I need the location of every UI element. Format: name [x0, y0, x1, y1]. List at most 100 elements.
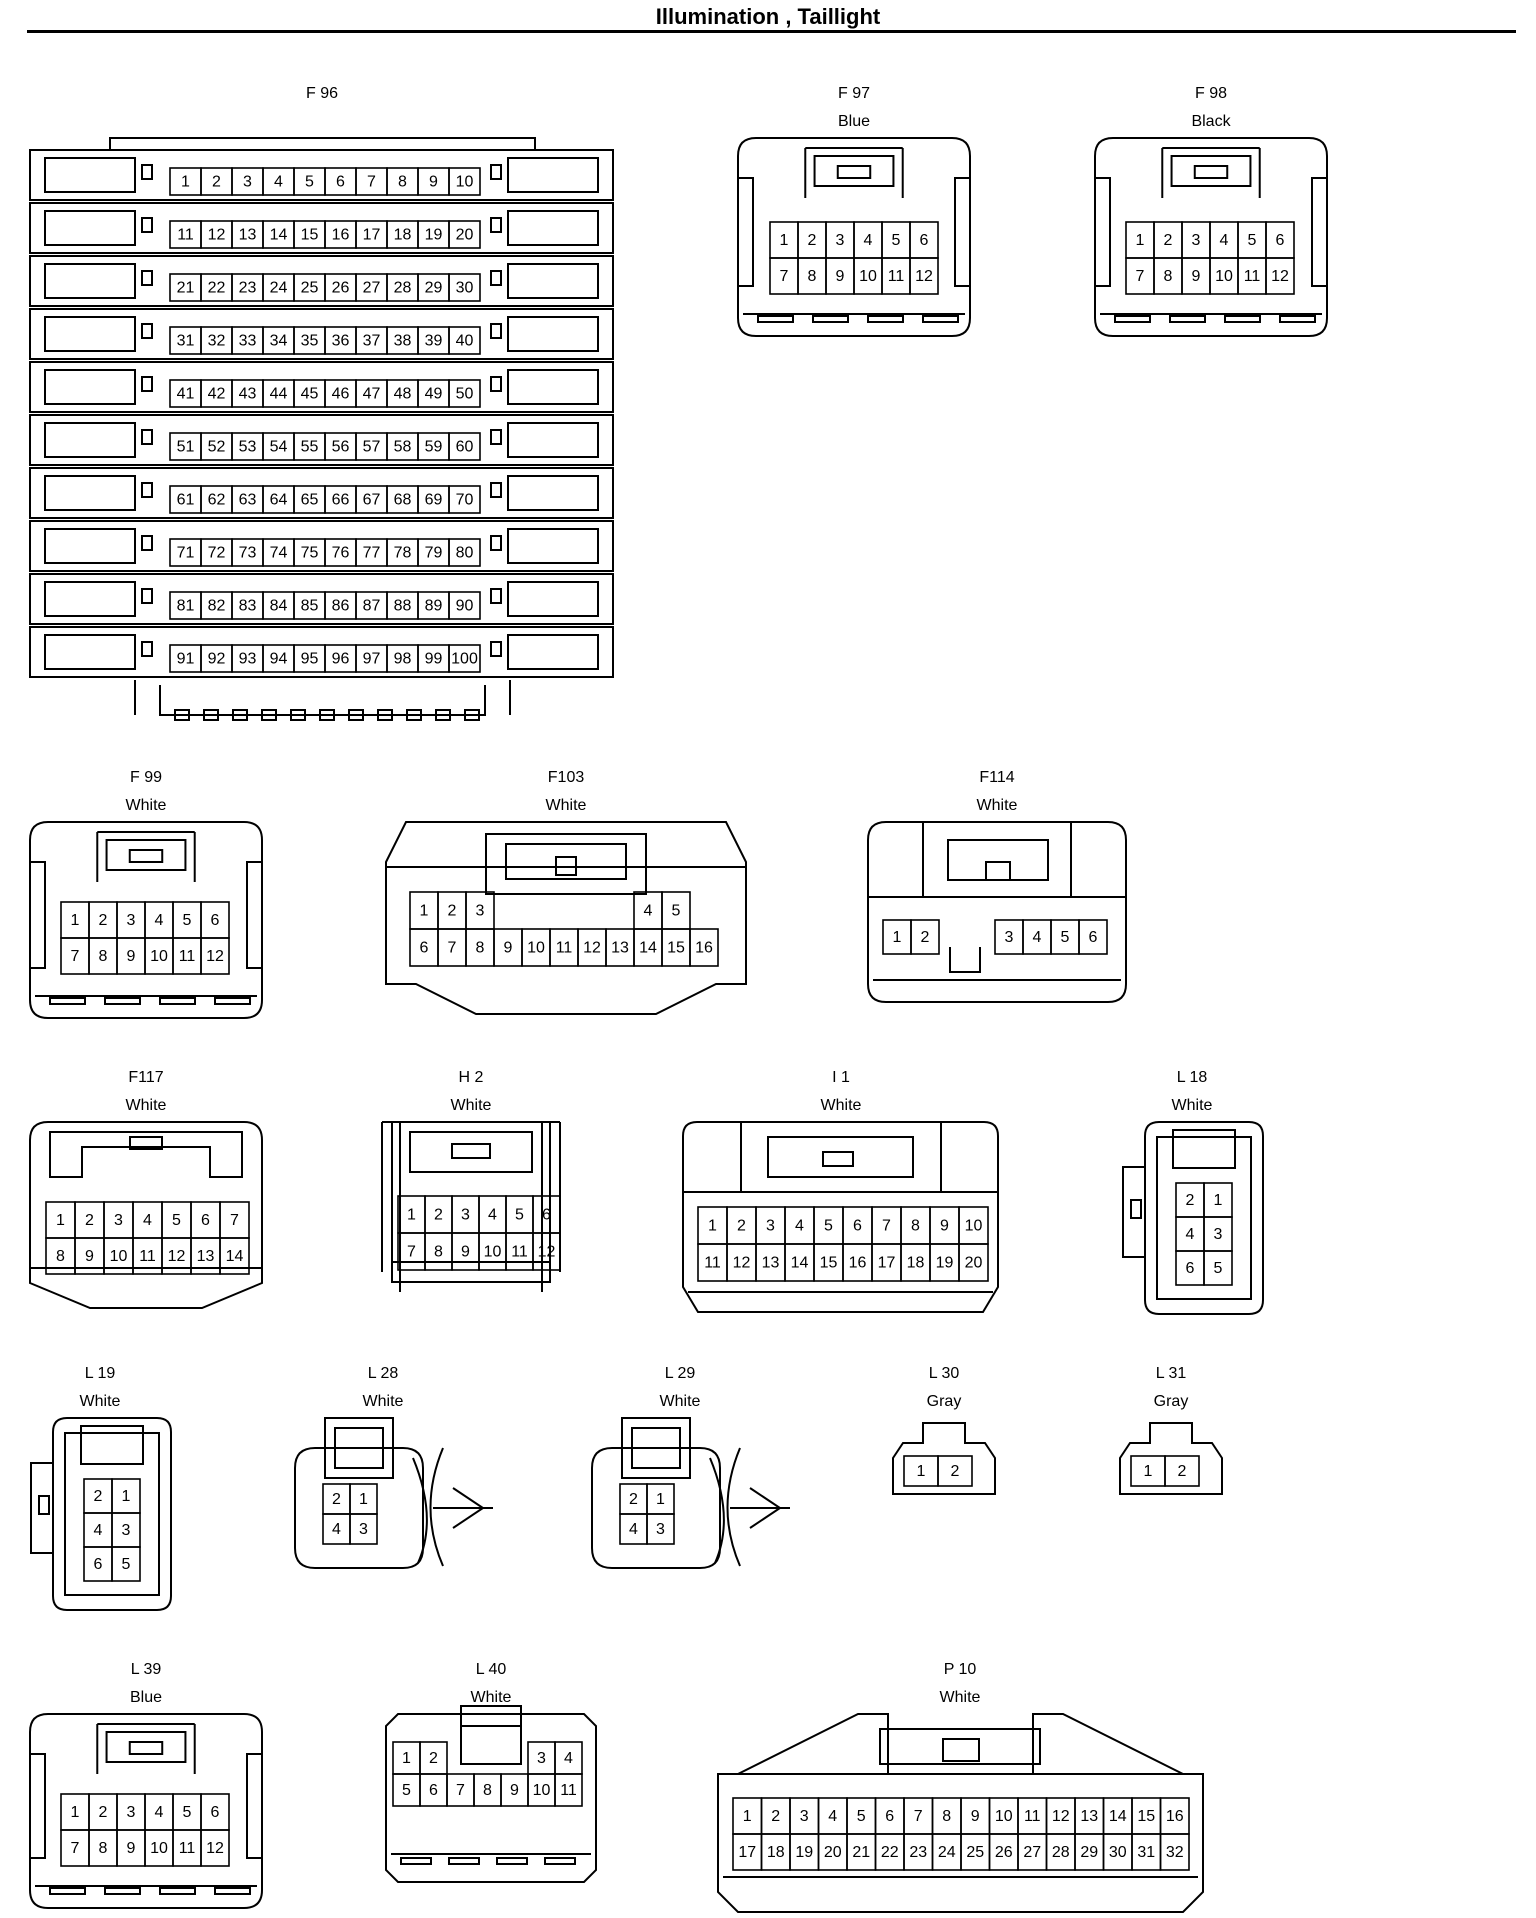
pin: 76 — [324, 538, 357, 567]
pin-number: 91 — [177, 651, 195, 668]
pin: 2 — [760, 1797, 791, 1835]
pin-number: 1 — [402, 1750, 411, 1767]
pin: 8 — [931, 1797, 962, 1835]
pin: 30 — [448, 273, 481, 302]
pin-number: 2 — [434, 1207, 443, 1224]
pin: 3 — [116, 901, 146, 939]
connector-name: L 19 — [85, 1365, 116, 1382]
pin-number: 4 — [332, 1521, 341, 1538]
pin-number: 6 — [1089, 929, 1098, 946]
pin: 12 — [200, 1829, 230, 1867]
pin-number: 11 — [1024, 1808, 1041, 1825]
pin-number: 12 — [206, 1840, 224, 1857]
pin: 2 — [1153, 221, 1183, 259]
pin: 11 — [1017, 1797, 1048, 1835]
pin-number: 12 — [1271, 268, 1289, 285]
pin: 2 — [937, 1455, 973, 1487]
pin-number: 32 — [1166, 1844, 1184, 1861]
pin-number: 16 — [1166, 1808, 1184, 1825]
pin: 4 — [262, 167, 295, 196]
pin-number: 3 — [537, 1750, 546, 1767]
pin: 27 — [355, 273, 388, 302]
connector-color: White — [126, 797, 167, 814]
pin: 11 — [881, 257, 911, 295]
pin-number: 87 — [363, 598, 381, 615]
pin: 31 — [169, 326, 202, 355]
pin-number: 92 — [208, 651, 226, 668]
pin-number: 29 — [425, 280, 443, 297]
pin: 6 — [842, 1206, 873, 1245]
pin-number: 68 — [394, 492, 412, 509]
pin: 62 — [200, 485, 233, 514]
pin: 74 — [262, 538, 295, 567]
pin-number: 8 — [476, 940, 485, 957]
pin-number: 72 — [208, 545, 226, 562]
pin-number: 69 — [425, 492, 443, 509]
pin: 3 — [527, 1741, 556, 1775]
pin: 2 — [88, 1793, 118, 1831]
pin-number: 5 — [824, 1218, 833, 1235]
pin: 41 — [169, 379, 202, 408]
pin-number: 10 — [527, 940, 545, 957]
pin: 34 — [262, 326, 295, 355]
pin-number: 60 — [456, 439, 474, 456]
connector-name: F 96 — [306, 85, 338, 102]
pin-number: 42 — [208, 386, 226, 403]
pin-number: 6 — [1186, 1260, 1195, 1277]
pin-number: 1 — [420, 903, 429, 920]
pin-number: 3 — [127, 1804, 136, 1821]
pin-number: 7 — [914, 1808, 923, 1825]
pin-number: 5 — [172, 1212, 181, 1229]
pin-number: 13 — [197, 1248, 215, 1265]
pin-number: 12 — [538, 1244, 556, 1261]
pin: 30 — [1102, 1833, 1133, 1871]
pin-number: 30 — [1109, 1844, 1127, 1861]
pin-number: 12 — [208, 227, 226, 244]
pin: 6 — [1175, 1250, 1205, 1286]
pin: 91 — [169, 644, 202, 673]
pin-number: 67 — [363, 492, 381, 509]
connector-color: White — [546, 797, 587, 814]
pin-number: 1 — [1136, 232, 1145, 249]
pin: 23 — [231, 273, 264, 302]
pin-number: 9 — [504, 940, 513, 957]
pin-number: 18 — [767, 1844, 785, 1861]
pin: 67 — [355, 485, 388, 514]
pin-number: 3 — [114, 1212, 123, 1229]
pin-number: 20 — [824, 1844, 842, 1861]
pin: 66 — [324, 485, 357, 514]
pin-number: 4 — [488, 1207, 497, 1224]
pin: 15 — [1131, 1797, 1162, 1835]
pin: 3 — [646, 1513, 675, 1545]
connector-name: L 40 — [476, 1661, 507, 1678]
pin: 8 — [900, 1206, 931, 1245]
pin: 14 — [784, 1243, 815, 1282]
pin-number: 26 — [995, 1844, 1013, 1861]
pin-number: 16 — [849, 1255, 867, 1272]
pin: 10 — [144, 1829, 174, 1867]
pin-number: 3 — [1192, 232, 1201, 249]
pin: 8 — [88, 1829, 118, 1867]
pin-number: 5 — [515, 1207, 524, 1224]
pin: 9 — [417, 167, 450, 196]
pin: 96 — [324, 644, 357, 673]
pin-number: 12 — [733, 1255, 751, 1272]
pin: 7 — [903, 1797, 934, 1835]
pin: 11 — [169, 220, 202, 249]
pin: 14 — [219, 1237, 250, 1275]
pin: 14 — [1102, 1797, 1133, 1835]
pin-number: 23 — [239, 280, 257, 297]
connector-color: White — [660, 1393, 701, 1410]
pin-number: 74 — [270, 545, 288, 562]
pin: 3 — [231, 167, 264, 196]
pin-number: 5 — [1061, 929, 1070, 946]
pin-number: 78 — [394, 545, 412, 562]
pin-number: 10 — [1215, 268, 1233, 285]
pin-number: 5 — [402, 1782, 411, 1799]
pin-number: 4 — [1033, 929, 1042, 946]
pin-number: 3 — [1214, 1226, 1223, 1243]
pin-number: 14 — [226, 1248, 244, 1265]
pin-number: 7 — [456, 1782, 465, 1799]
